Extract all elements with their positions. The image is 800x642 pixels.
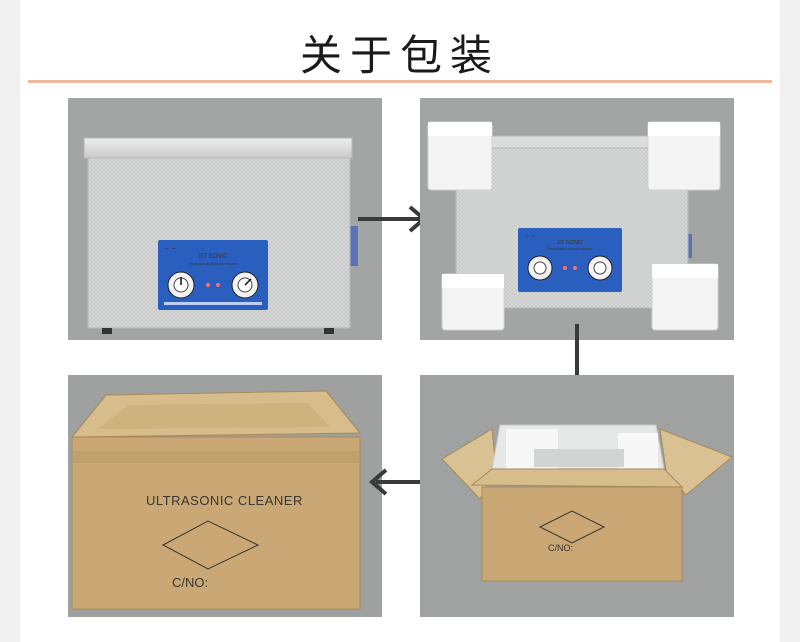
box-label-title: ULTRASONIC CLEANER	[146, 493, 303, 508]
panel2-caption: Professional ultrasonic cleaner	[548, 247, 594, 251]
panel2-brand-icons: ⌔ ⌔	[524, 235, 536, 241]
open-box-illustration: C/NO:	[441, 424, 733, 582]
photo-cleaner-unpacked: ⌔ ⌔ GT SONIC Professional ultrasonic cle…	[68, 98, 382, 340]
foam-block-bottom-right	[651, 263, 719, 331]
foam-illustration: ⌔ ⌔ GT SONIC Professional ultrasonic cle…	[427, 121, 721, 331]
panel-brand-icons: ⌔ ⌔	[164, 248, 177, 254]
panel-caption: Professional ultrasonic cleaner	[189, 262, 237, 266]
foam-block-bottom-left	[441, 273, 505, 331]
sealed-box-illustration: ULTRASONIC CLEANER C/NO:	[70, 390, 362, 610]
cleaner-illustration: ⌔ ⌔ GT SONIC Professional ultrasonic cle…	[83, 137, 358, 334]
foam-block-top-right	[647, 121, 721, 191]
control-panel-2: ⌔ ⌔ GT SONIC Professional ultrasonic cle…	[518, 228, 622, 292]
control-panel: ⌔ ⌔ GT SONIC Professional ultrasonic cle…	[158, 240, 268, 310]
open-box-diamond-icon	[538, 510, 606, 544]
title-underline	[28, 80, 772, 83]
foam-block-top-left	[427, 121, 493, 191]
open-box-label-cno: C/NO:	[548, 543, 573, 553]
box-flap-right	[659, 428, 733, 496]
photo-open-box: C/NO:	[420, 375, 734, 617]
photo-cleaner-with-foam: ⌔ ⌔ GT SONIC Professional ultrasonic cle…	[420, 98, 734, 340]
page-title: 关于包装	[299, 31, 500, 80]
box-label-cno: C/NO:	[172, 575, 208, 590]
panel-brand: GT SONIC	[199, 254, 229, 260]
panel2-brand: GT SONIC	[557, 240, 584, 246]
photo-sealed-box: ULTRASONIC CLEANER C/NO:	[68, 375, 382, 617]
box-diamond-icon	[161, 520, 260, 570]
